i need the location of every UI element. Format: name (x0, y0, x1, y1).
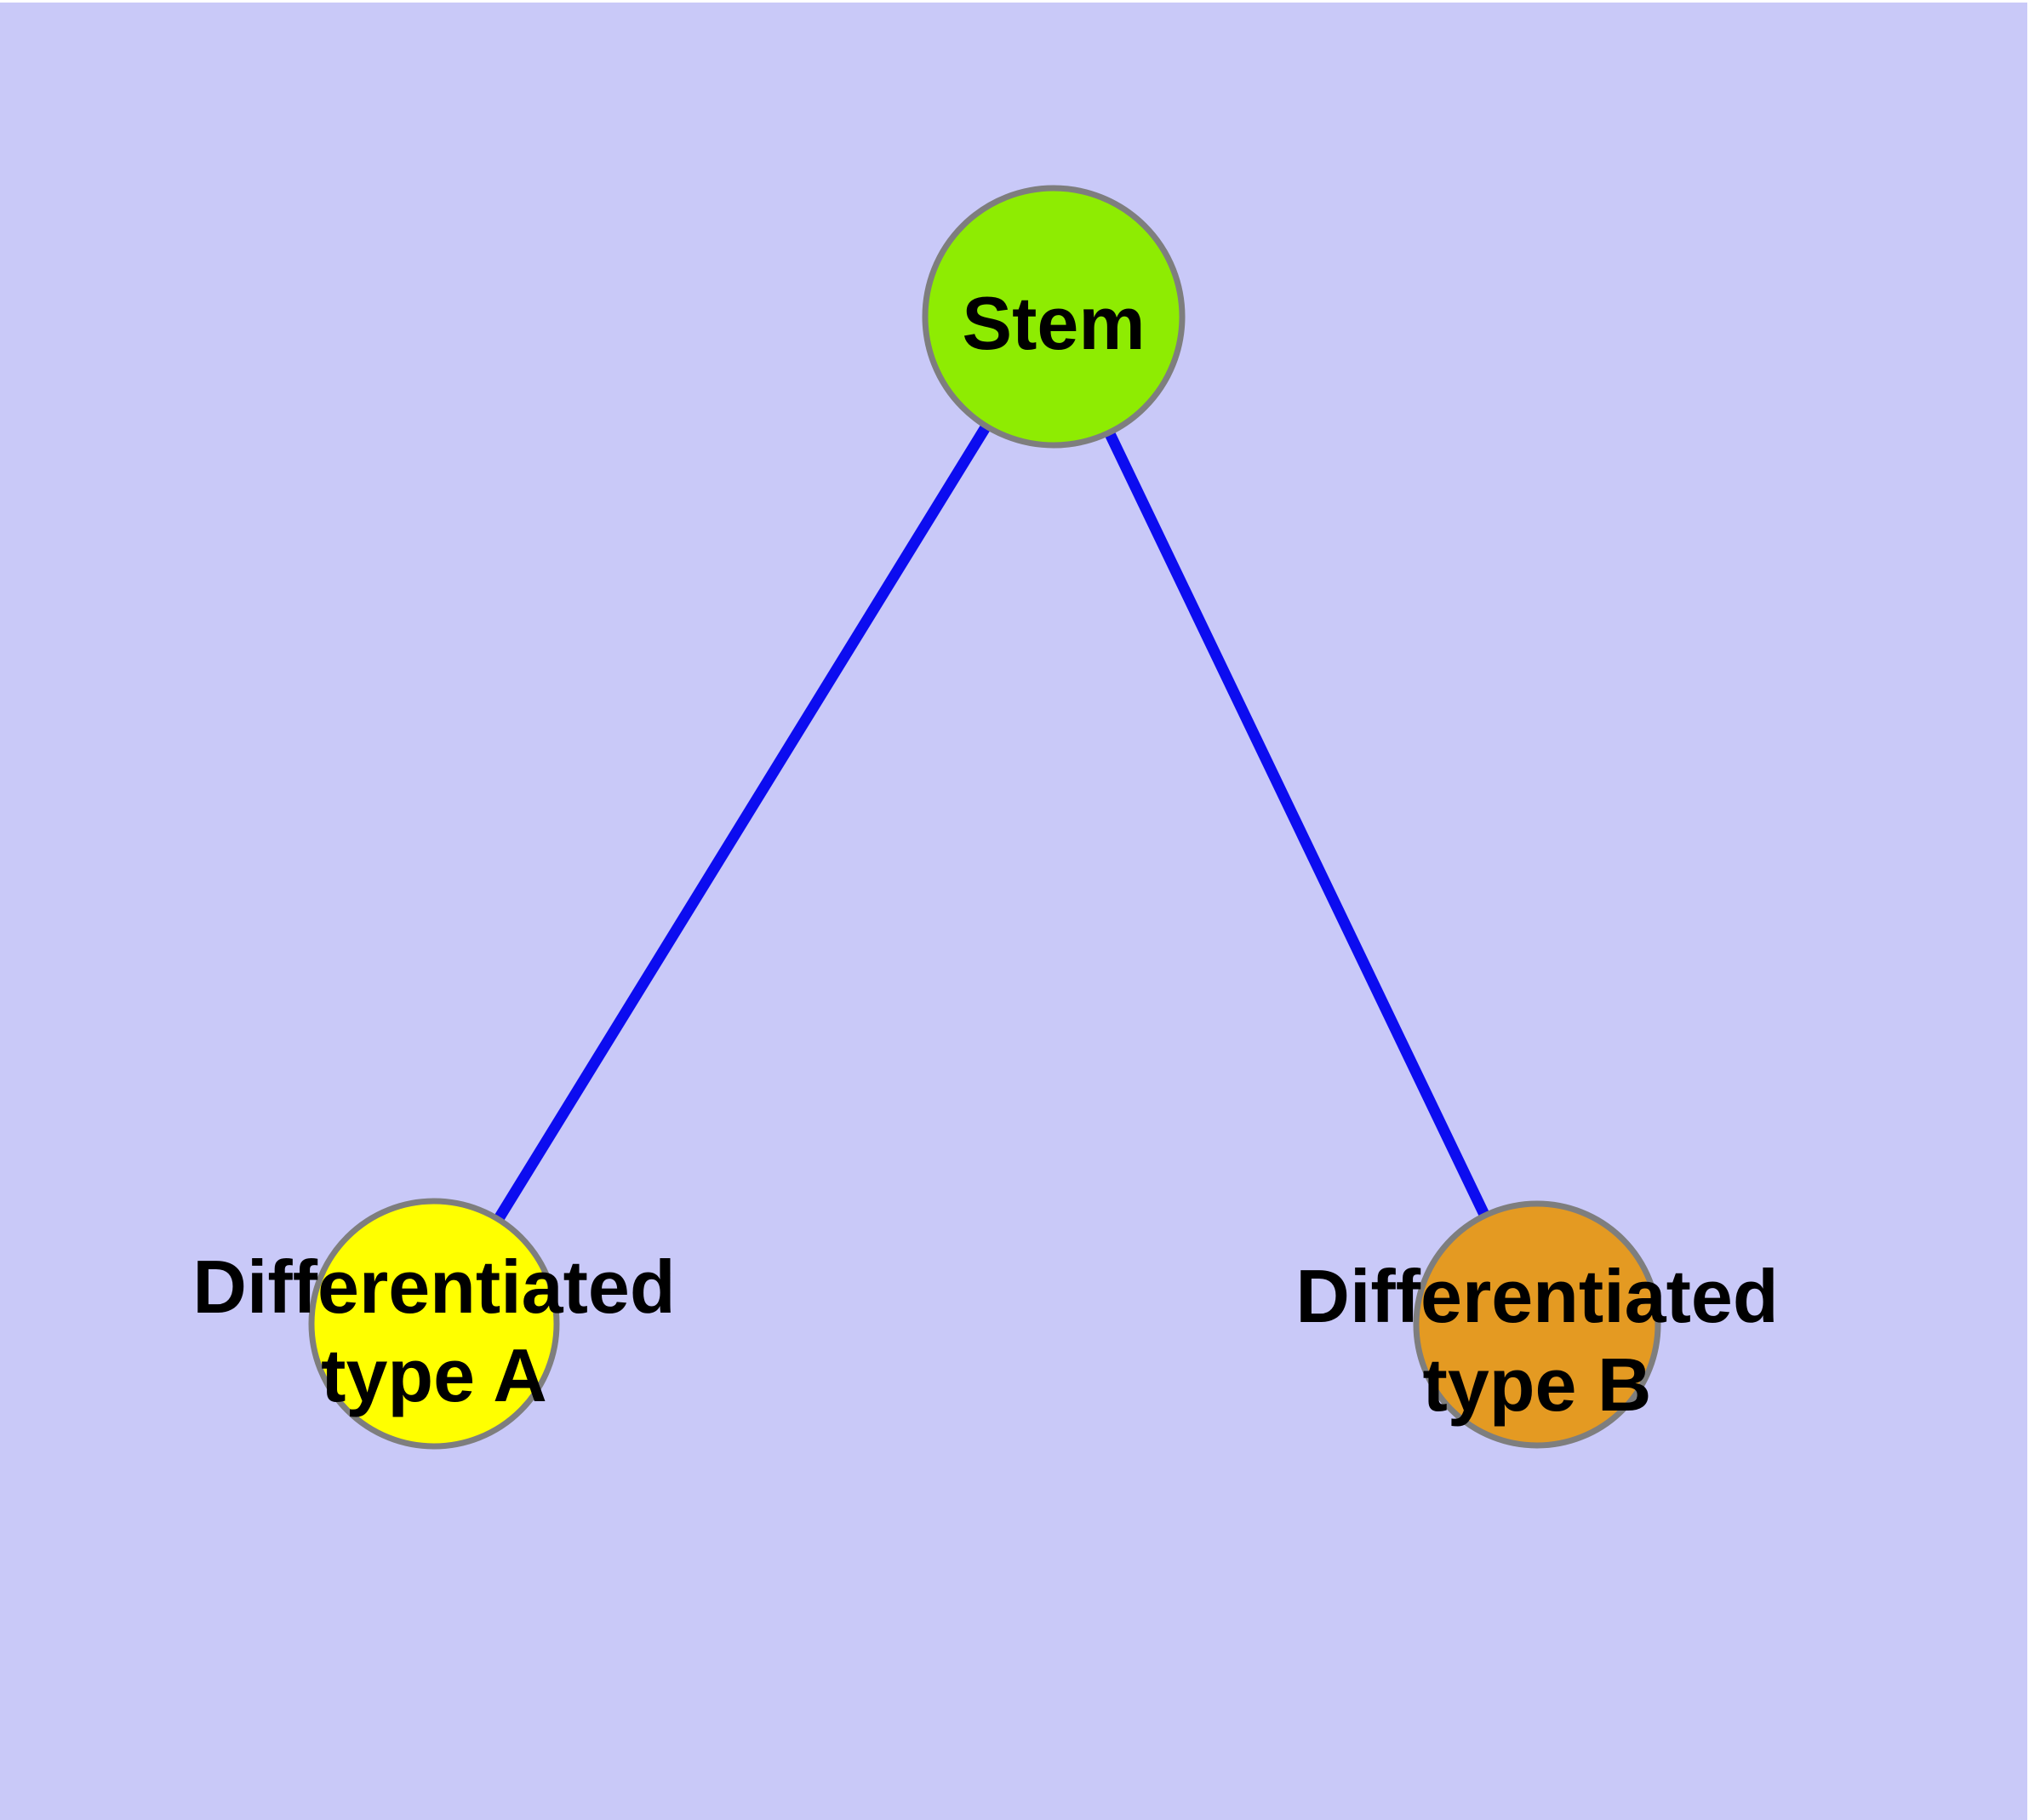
node-differentiated-type-a[interactable] (308, 1198, 560, 1450)
edge-stem-to-type-b (1049, 314, 1542, 1327)
node-differentiated-type-b[interactable] (1413, 1200, 1661, 1449)
node-type-b-label-line-2: type B (1423, 1342, 1652, 1427)
node-type-a-label-line-2: type A (321, 1333, 547, 1417)
node-stem-label: Stem (962, 281, 1145, 365)
node-stem[interactable] (922, 185, 1186, 449)
node-type-b-label-line-1: Differentiated (1295, 1254, 1778, 1338)
edge-stem-to-type-a (429, 313, 1059, 1327)
node-type-a-label-line-1: Differentiated (192, 1245, 675, 1329)
